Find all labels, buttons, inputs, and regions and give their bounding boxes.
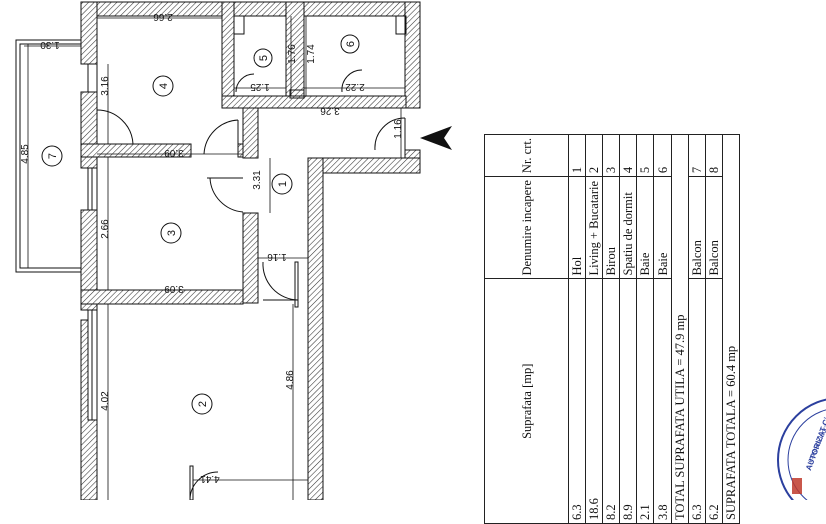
cell-area: 18.6: [585, 279, 603, 524]
door-4: [96, 109, 134, 145]
cell-name: Baie: [636, 176, 654, 279]
dim-125: 1.25: [250, 81, 270, 92]
wall-top: [80, 1, 421, 17]
dim-331: 3.31: [252, 170, 263, 190]
cell-area: 8.9: [619, 279, 637, 524]
door-entrance: [374, 117, 406, 151]
cell-area: 8.2: [602, 279, 620, 524]
cell-nr: 8: [705, 134, 723, 177]
dim-485: 4.85: [20, 144, 31, 164]
wall-hall-v: [242, 107, 259, 159]
dim-176: 1.76: [287, 44, 298, 64]
dimension-labels: 2.66 1.30 3.16 4.85 3.09 1.76 1.74 1.25 …: [20, 11, 404, 484]
dim-316: 3.16: [100, 76, 111, 96]
wall-left-top: [80, 1, 98, 65]
dim-222: 2.22: [345, 81, 365, 92]
cell-name: Hol: [568, 176, 586, 279]
total-area: SUPRAFATA TOTALA = 60.4 mp: [722, 134, 740, 524]
wall-hall-right-h: [307, 157, 421, 174]
dim-486: 4.86: [285, 370, 296, 390]
room-label-5: 5: [258, 55, 270, 61]
cell-name: Spatiu de dormit: [619, 176, 637, 279]
floor-plan: 4 5 6 1 3 2 7 2.66 1.30 3.16 4.85 3.09 1…: [15, 1, 452, 500]
dimension-lines: [24, 16, 405, 500]
cell-nr: 1: [568, 134, 586, 177]
cell-area: 2.1: [636, 279, 654, 524]
dim-266-left: 2.66: [100, 219, 111, 239]
dim-266-top: 2.66: [153, 11, 173, 22]
wall-low-h: [80, 289, 244, 305]
dim-402: 4.02: [100, 391, 111, 411]
dim-174: 1.74: [306, 44, 317, 64]
room-label-4: 4: [158, 83, 170, 89]
table-row: 8.9 Spatiu de dormit 4: [619, 134, 637, 524]
dim-309-top: 3.09: [164, 147, 184, 158]
dim-116-right: 1.16: [393, 119, 404, 139]
table-row: 8.2 Birou 3: [602, 134, 620, 524]
dim-441: 4.41: [200, 473, 220, 484]
room-label-1: 1: [277, 181, 289, 187]
dim-326: 3.26: [320, 105, 340, 116]
cell-name: Baie: [653, 176, 672, 279]
cell-area: 3.8: [653, 279, 672, 524]
table-row: 6.2 Balcon 8: [705, 134, 723, 524]
table-row-total-all: SUPRAFATA TOTALA = 60.4 mp: [722, 134, 740, 524]
cell-area: 6.2: [705, 279, 723, 524]
wall-right-top: [404, 1, 421, 109]
cell-nr: 4: [619, 134, 637, 177]
stamp: executa lucrari de cad AUTORIZAT Ci: [777, 398, 826, 500]
cell-nr: 3: [602, 134, 620, 177]
cell-nr: 6: [653, 134, 672, 177]
table-row: Suprafata [mp] Denumire incapere Nr. crt…: [484, 134, 569, 524]
cell-name: Balcon: [705, 176, 723, 279]
walls: [80, 1, 421, 500]
room-label-3: 3: [166, 230, 178, 236]
stamp-text-2: AUTORIZAT Ci: [804, 416, 826, 471]
header-name: Denumire incapere: [484, 176, 569, 279]
windows: [87, 63, 98, 421]
header-area: Suprafata [mp]: [484, 279, 569, 524]
window-left-3: [87, 63, 98, 93]
table-row: 6.3 Balcon 7: [688, 134, 706, 524]
dim-116-mid: 1.16: [267, 251, 287, 262]
table-row: 6.3 Hol 1: [568, 134, 586, 524]
wall-birou-v: [242, 212, 259, 304]
wall-bath-v: [221, 1, 235, 107]
header-nr: Nr. crt.: [484, 134, 569, 177]
cell-nr: 7: [688, 134, 706, 177]
door-3: [209, 177, 244, 213]
cell-name: Living + Bucatarie: [585, 176, 603, 279]
table-row: 3.8 Baie 6: [653, 134, 672, 524]
room-label-2: 2: [197, 401, 209, 407]
room-markers: [41, 34, 360, 415]
north-arrow: [420, 126, 452, 150]
door-6: [341, 69, 363, 93]
doors: [96, 69, 406, 500]
door-hall: [203, 119, 239, 155]
cell-name: Birou: [602, 176, 620, 279]
cell-nr: 2: [585, 134, 603, 177]
total-useful-area: TOTAL SUPRAFATA UTILA = 47.9 mp: [671, 134, 689, 524]
table-row: 18.6 Living + Bucatarie 2: [585, 134, 603, 524]
room-label-7: 7: [47, 153, 59, 159]
wall-hall-right-v: [307, 157, 324, 500]
cell-name: Balcon: [688, 176, 706, 279]
dim-130: 1.30: [40, 39, 60, 50]
cell-area: 6.3: [688, 279, 706, 524]
door-5: [235, 73, 255, 93]
table-row-total-useful: TOTAL SUPRAFATA UTILA = 47.9 mp: [671, 134, 689, 524]
room-label-6: 6: [345, 41, 357, 47]
door-2: [262, 261, 299, 301]
area-table-wrapper: Suprafata [mp] Denumire incapere Nr. crt…: [484, 134, 740, 524]
cell-nr: 5: [636, 134, 654, 177]
area-table: Suprafata [mp] Denumire incapere Nr. crt…: [484, 134, 740, 524]
table-row: 2.1 Baie 5: [636, 134, 654, 524]
room-labels: 4 5 6 1 3 2 7: [47, 41, 357, 407]
cell-area: 6.3: [568, 279, 586, 524]
dim-309-bottom: 3.09: [164, 283, 184, 294]
balcony: [15, 39, 81, 273]
fixtures: [233, 15, 407, 99]
wall-bath-bottom: [221, 95, 407, 109]
